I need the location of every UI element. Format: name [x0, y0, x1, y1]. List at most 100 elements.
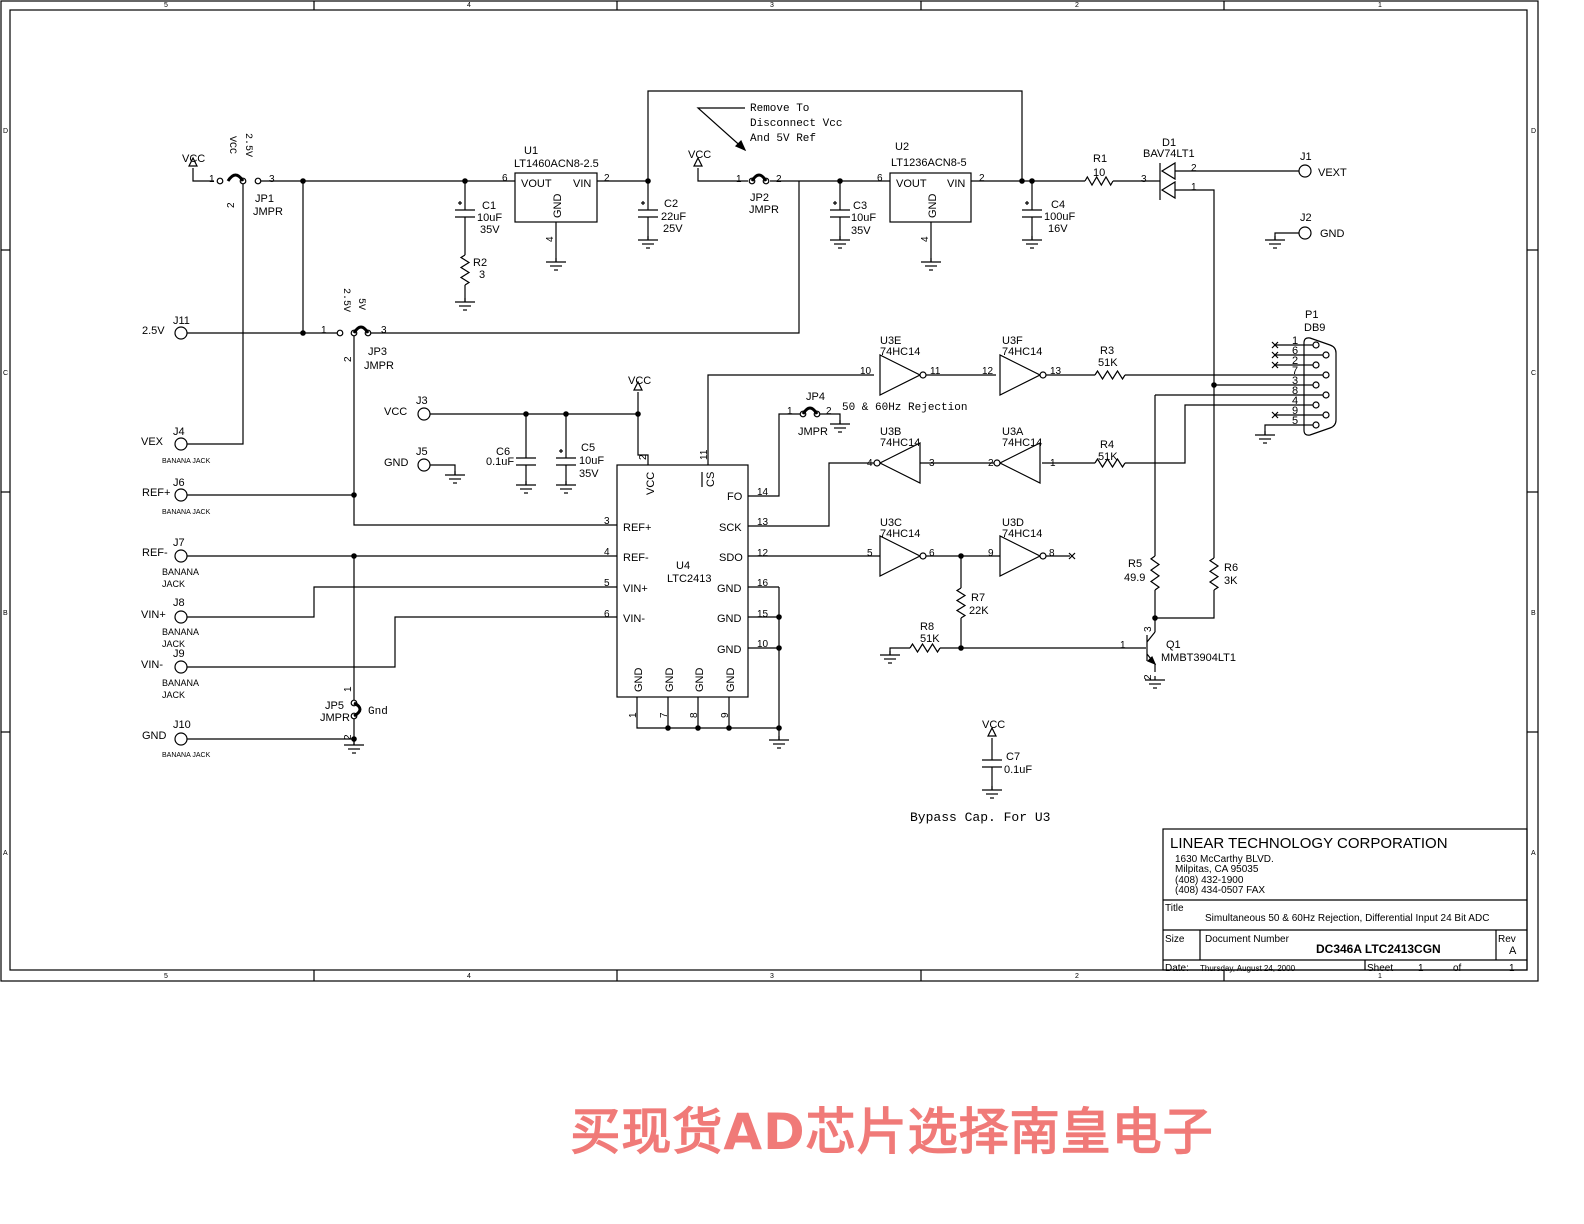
u4-refm-label: REF-	[623, 552, 649, 564]
zone-letter: A	[1531, 850, 1536, 857]
jp2-p1-label: 1	[736, 174, 742, 185]
title-block-size-label: Size	[1165, 934, 1185, 945]
vcc3-label: VCC	[628, 375, 651, 387]
zone-number: 5	[164, 973, 168, 980]
c2-v-label: 25V	[663, 223, 683, 235]
no-connect-icon	[1271, 351, 1279, 359]
p1-part-label: DB9	[1304, 322, 1325, 334]
zone-number: 4	[467, 973, 471, 980]
u1-p2-label: 2	[604, 173, 610, 184]
note1-label: Remove To	[750, 103, 809, 115]
jack-connector-icon	[1298, 226, 1312, 240]
jack-connector-icon	[174, 610, 188, 624]
j10-type-label: BANANA JACK	[162, 752, 211, 759]
u2-vout-label: VOUT	[896, 178, 927, 190]
junction-dot	[635, 411, 641, 417]
j2-name-label: GND	[1320, 228, 1345, 240]
u4-vcc-label: VCC	[645, 472, 657, 495]
diode-triangle	[1160, 180, 1176, 200]
junction-dot	[563, 411, 569, 417]
j4-name-label: VEX	[141, 436, 164, 448]
r6-ref-label: R6	[1224, 562, 1238, 574]
inverter-bubble	[1039, 552, 1047, 560]
jp4-note-label: 50 & 60Hz Rejection	[842, 402, 967, 414]
zone-letter: C	[1531, 370, 1536, 377]
title-block-rev: A	[1509, 945, 1517, 957]
u3f-ref-label: U3F	[1002, 335, 1023, 347]
zone-number: 1	[1378, 2, 1382, 9]
junction-dot	[776, 614, 782, 620]
jumper-pin	[336, 329, 344, 337]
u4-vinp-label: VIN+	[623, 583, 648, 595]
j4-type-label: BANANA JACK	[162, 458, 211, 465]
c5-ref-label: C5	[581, 442, 595, 454]
u3d-part-label: 74HC14	[1002, 528, 1042, 540]
u4-p2-label: 2	[638, 454, 649, 460]
jumper-shunt	[226, 173, 245, 182]
u4-p9-label: 9	[720, 712, 731, 718]
r2-ref-label: R2	[473, 257, 487, 269]
vcc4-label: VCC	[982, 719, 1005, 731]
u3a-in-label: 1	[1050, 458, 1056, 469]
jumper-shunt	[750, 173, 768, 182]
j6-ref-label: J6	[173, 477, 185, 489]
u3a-part-label: 74HC14	[1002, 437, 1042, 449]
j9-ref-label: J9	[173, 648, 185, 660]
r4-val-label: 51K	[1098, 451, 1118, 463]
u3c-out-label: 6	[929, 548, 935, 559]
wire	[1155, 590, 1215, 619]
title-block-sheets: 1	[1509, 963, 1515, 974]
u3c-in-label: 5	[867, 548, 873, 559]
jp3-25-label: 2.5V	[340, 288, 351, 312]
inverter-symbol	[879, 535, 922, 577]
zone-number: 2	[1075, 2, 1079, 9]
vcc-arrow-icon	[188, 156, 198, 167]
c6-val-label: 0.1uF	[486, 456, 514, 468]
title-block-title-label: Title	[1165, 903, 1184, 914]
zone-letter: B	[3, 610, 8, 617]
d1-p1-label: 1	[1191, 182, 1197, 193]
zone-number: 5	[164, 2, 168, 9]
jp3-5-label: 5V	[355, 298, 366, 310]
u4-p7-label: 7	[659, 712, 670, 718]
jp4-type-label: JMPR	[798, 426, 828, 438]
wire	[696, 107, 746, 151]
jp3-p3-label: 3	[381, 325, 387, 336]
j9-type2-label: JACK	[162, 690, 185, 700]
p1-9-label: 9	[1292, 405, 1298, 417]
watermark-text: 买现货AD芯片选择南皇电子	[570, 1103, 1214, 1161]
u2-gnd-label: GND	[927, 194, 939, 219]
u2-vin-label: VIN	[947, 178, 965, 190]
transistor-collector	[1146, 631, 1156, 643]
junction-dot	[726, 725, 732, 731]
u2-part-label: LT1236ACN8-5	[891, 157, 967, 169]
u3f-out-label: 13	[1050, 366, 1062, 377]
vcc1-label: VCC	[182, 153, 205, 165]
p1-ref-label: P1	[1305, 309, 1318, 321]
db9-pin	[1312, 381, 1320, 389]
r8-val-label: 51K	[920, 633, 940, 645]
jp4-p1-label: 1	[787, 406, 793, 417]
junction-dot	[300, 330, 306, 336]
jack-connector-icon	[417, 407, 431, 421]
jack-connector-icon	[174, 549, 188, 563]
u3b-out-label: 4	[867, 458, 873, 469]
j3-ref-label: J3	[416, 395, 428, 407]
d1-p2-label: 2	[1191, 163, 1197, 174]
resistor-symbol	[955, 587, 967, 619]
p1-4-label: 4	[1292, 395, 1298, 407]
jp1-p2-label: 2	[226, 202, 237, 208]
title-block-date-label: Date:	[1165, 963, 1189, 974]
zone-letter: B	[1531, 610, 1536, 617]
u3d-in-label: 9	[988, 548, 994, 559]
db9-pin	[1322, 411, 1330, 419]
u4-p6-label: 6	[604, 609, 610, 620]
junction-dot	[523, 411, 529, 417]
junction-dot	[776, 725, 782, 731]
no-connect-icon	[1271, 341, 1279, 349]
jp2-p2-label: 2	[776, 174, 782, 185]
j10-ref-label: J10	[173, 719, 191, 731]
u4-p10-label: 10	[757, 639, 769, 650]
u4-gnd10-label: GND	[717, 644, 742, 656]
u4-sdo-label: SDO	[719, 552, 743, 564]
